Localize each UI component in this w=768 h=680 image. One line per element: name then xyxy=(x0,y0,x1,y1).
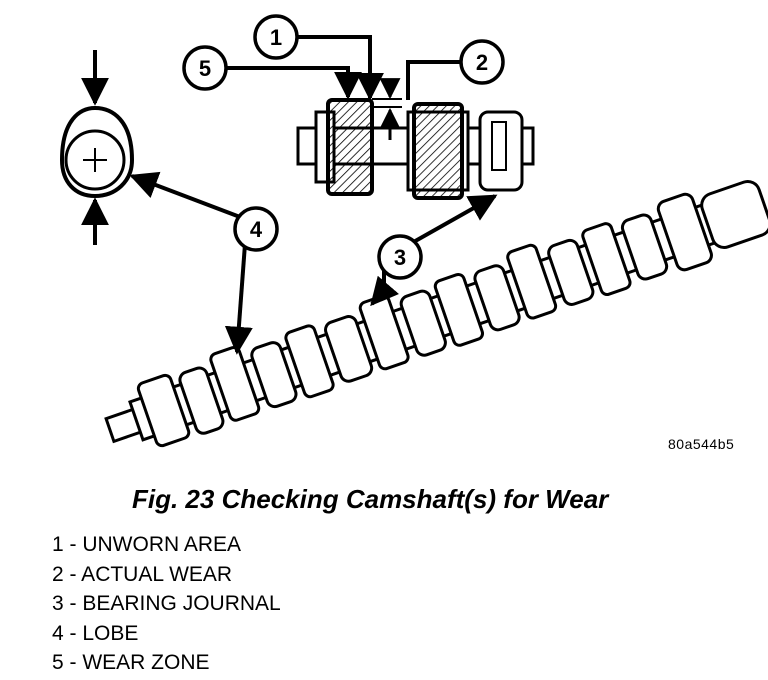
legend-list: 1 - UNWORN AREA 2 - ACTUAL WEAR 3 - BEAR… xyxy=(52,530,281,678)
callout-3: 3 xyxy=(377,234,423,280)
callout-2: 2 xyxy=(459,39,505,85)
legend-item-wear-zone: 5 - WEAR ZONE xyxy=(52,651,210,674)
svg-text:3: 3 xyxy=(394,245,406,270)
legend-item-unworn-area: 1 - UNWORN AREA xyxy=(52,533,242,556)
leader-4b xyxy=(224,243,253,355)
leader-lines xyxy=(129,35,498,355)
leader-2 xyxy=(406,60,462,100)
svg-text:4: 4 xyxy=(250,217,263,242)
leader-3b xyxy=(370,268,400,307)
legend-item-bearing-journal: 3 - BEARING JOURNAL xyxy=(52,592,281,615)
leader-3a xyxy=(409,194,498,246)
lobe-cross-section xyxy=(59,50,135,245)
callout-1: 1 xyxy=(253,14,299,60)
leader-4a xyxy=(129,171,241,219)
callout-4: 4 xyxy=(233,206,279,252)
lobe-wear-detail xyxy=(296,78,535,200)
leader-1 xyxy=(298,35,384,101)
camshaft-diagram: 1 2 3 4 5 xyxy=(59,14,768,448)
legend-item-lobe: 4 - LOBE xyxy=(52,621,139,645)
callout-5: 5 xyxy=(182,45,228,91)
reference-code: 80a544b5 xyxy=(668,436,735,452)
figure-caption: Fig. 23 Checking Camshaft(s) for Wear xyxy=(132,484,609,514)
svg-text:5: 5 xyxy=(199,56,211,81)
svg-text:2: 2 xyxy=(476,50,488,75)
camshaft xyxy=(104,179,768,448)
legend-item-actual-wear: 2 - ACTUAL WEAR xyxy=(52,562,233,586)
leader-5 xyxy=(226,66,362,100)
svg-text:1: 1 xyxy=(270,25,282,50)
